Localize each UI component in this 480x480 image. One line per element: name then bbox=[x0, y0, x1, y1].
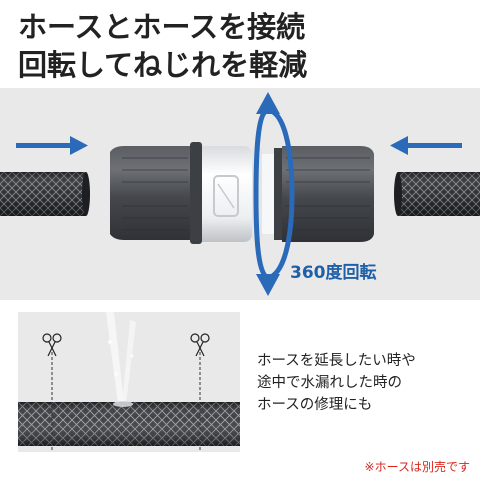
rotation-label: 360度回転 bbox=[290, 263, 377, 283]
headline: ホースとホースを接続 回転してねじれを軽減 bbox=[18, 8, 307, 84]
usage-description: ホースを延長したい時や 途中で水漏れした時の ホースの修理にも bbox=[257, 350, 416, 416]
arrow-left-icon bbox=[390, 136, 462, 155]
usage-description-line-3: ホースの修理にも bbox=[257, 397, 373, 413]
headline-line-2: 回転してねじれを軽減 bbox=[18, 48, 308, 82]
connector-illustration bbox=[0, 92, 480, 296]
connector-right-nut bbox=[274, 146, 374, 242]
connector-center-body bbox=[202, 146, 274, 242]
usage-description-line-1: ホースを延長したい時や bbox=[257, 353, 416, 369]
rotation-arrow-icon bbox=[253, 107, 295, 281]
connector-left-nut bbox=[110, 142, 202, 244]
usage-description-line-2: 途中で水漏れした時の bbox=[257, 375, 402, 391]
water-spray bbox=[106, 312, 136, 404]
arrow-right-icon bbox=[16, 136, 88, 155]
rotation-arrowhead-bottom bbox=[256, 274, 280, 296]
scissors-icon bbox=[190, 333, 210, 357]
connector-illustration-panel bbox=[0, 88, 480, 300]
right-hose bbox=[394, 172, 480, 216]
hose-repair-photo bbox=[18, 312, 240, 452]
scissors-icon bbox=[42, 333, 62, 357]
left-hose bbox=[0, 172, 90, 216]
headline-line-1: ホースとホースを接続 bbox=[18, 10, 306, 44]
rotation-arrowhead-top bbox=[256, 92, 280, 114]
hose-sold-separately-note: ※ホースは別売です bbox=[364, 460, 470, 474]
hose-repair-illustration bbox=[18, 312, 240, 452]
